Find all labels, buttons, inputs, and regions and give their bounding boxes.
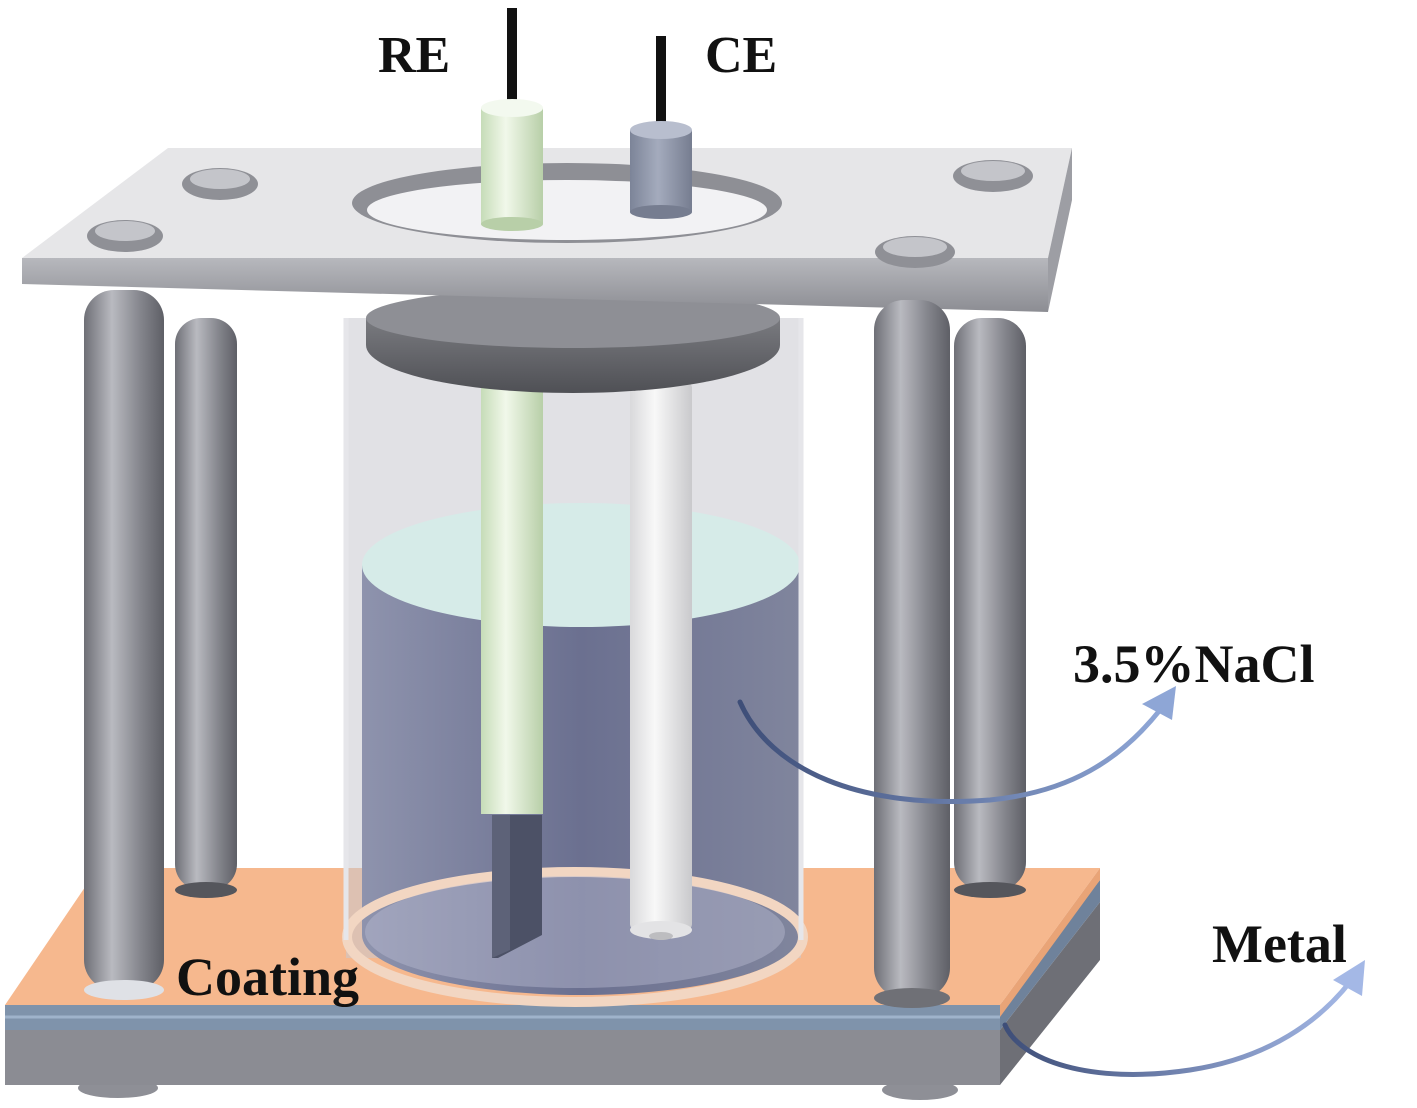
support-rod: [175, 318, 237, 890]
bolt-head: [875, 236, 955, 268]
counter-electrode-rod: [630, 382, 692, 930]
support-rod: [874, 300, 950, 998]
base-right-side: [1000, 902, 1100, 1085]
nacl-arrowhead: [1142, 686, 1176, 720]
label-re: RE: [378, 27, 450, 84]
metal-layer-side: [1000, 880, 1100, 1030]
top-plate: [22, 148, 1072, 312]
label-metal: Metal: [1212, 914, 1347, 974]
counter-electrode-top: [630, 130, 692, 212]
bolt-head: [953, 160, 1033, 192]
arrows: [737, 686, 1365, 1077]
coating-edge: [1000, 868, 1100, 1017]
base-bottom-slab: [5, 1030, 1000, 1085]
electrodes: [481, 382, 692, 958]
solution-surface: [362, 503, 800, 627]
label-coating: Coating: [176, 947, 359, 1007]
support-rods-front: [84, 290, 950, 1008]
bolt-head: [87, 220, 163, 252]
label-electrolyte: 3.5%NaCl: [1073, 634, 1315, 694]
bolt-head: [182, 168, 258, 200]
label-ce: CE: [705, 27, 777, 84]
top-plate-front: [22, 258, 1048, 312]
metal-arrow: [1002, 979, 1353, 1077]
support-rod: [954, 318, 1026, 890]
cell-cap: [366, 288, 780, 393]
support-rod: [84, 290, 164, 990]
support-rods-back: [175, 318, 1026, 898]
reference-electrode-rod: [481, 382, 543, 814]
electrochemical-cell: [342, 318, 808, 1007]
reference-electrode-top: [481, 108, 543, 224]
electrode-tops: [481, 8, 692, 231]
nacl-arrow: [737, 699, 1163, 805]
metal-arrowhead: [1333, 960, 1365, 996]
